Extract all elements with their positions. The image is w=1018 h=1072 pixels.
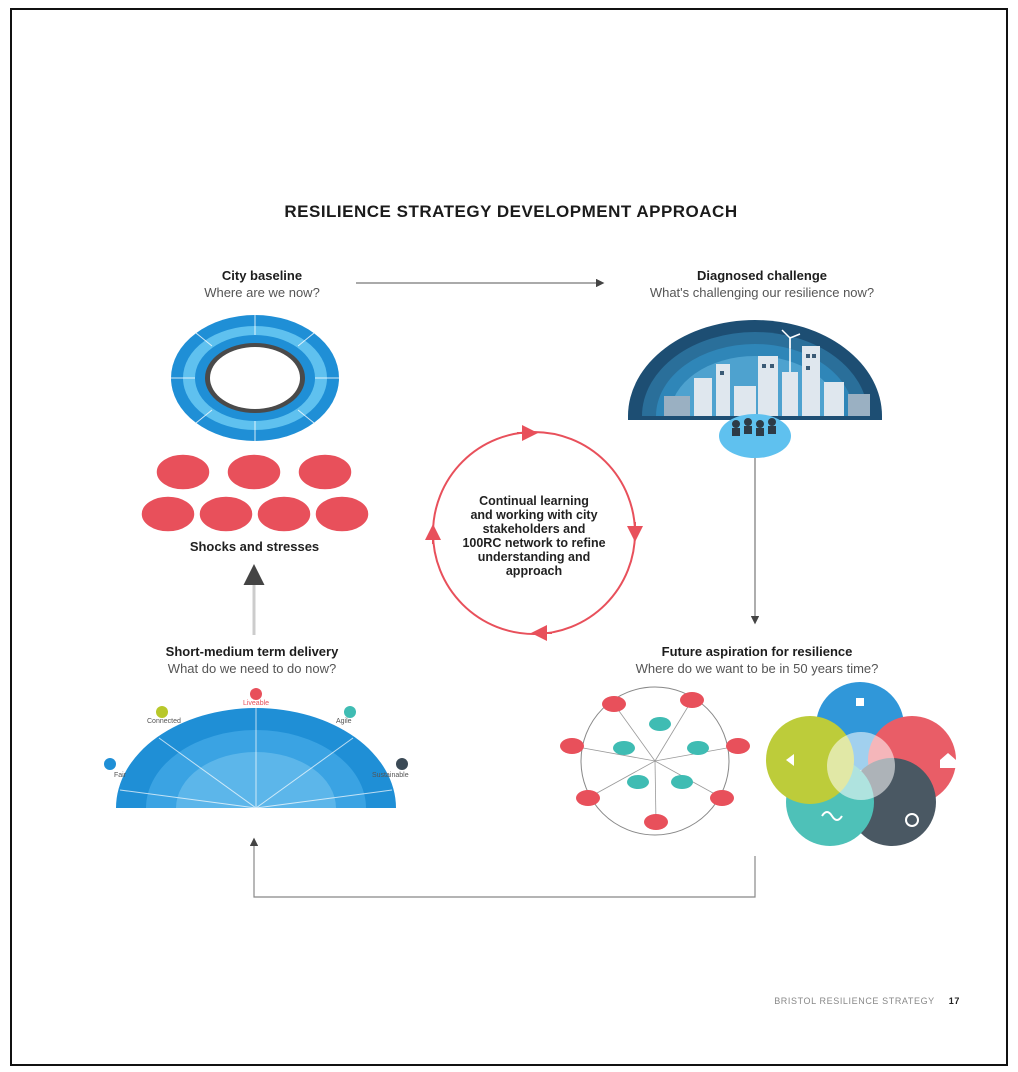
stage-short-medium-delivery: Short-medium term delivery What do we ne… (122, 644, 382, 676)
stage-subheading: Where do we want to be in 50 years time? (635, 661, 879, 676)
flow-arrows (243, 278, 760, 898)
shocks-label: Shocks and stresses (189, 539, 320, 554)
document-page: RESILIENCE STRATEGY DEVELOPMENT APPROACH… (10, 8, 1008, 1066)
network-diagram (560, 686, 750, 836)
page-footer: BRISTOL RESILIENCE STRATEGY 17 (774, 996, 960, 1006)
city-baseline-wheel (171, 315, 339, 441)
shocks-and-stresses-bubbles (140, 453, 370, 533)
cycle-line: approach (505, 564, 563, 578)
page-number: 17 (948, 996, 960, 1006)
semicircle-label-fair: Fair (114, 772, 127, 779)
stage-diagnosed-challenge: Diagnosed challenge What's challenging o… (612, 268, 912, 300)
stage-heading: City baseline (221, 268, 303, 283)
diagram-title: RESILIENCE STRATEGY DEVELOPMENT APPROACH (284, 202, 738, 221)
cycle-line: understanding and (477, 550, 591, 564)
stage-city-baseline: City baseline Where are we now? (162, 268, 362, 300)
semicircle-label-connected: Connected (147, 718, 181, 725)
semicircle-label-liveable: Liveable (242, 700, 270, 707)
resilience-qualities-venn (766, 682, 956, 846)
stage-heading: Future aspiration for resilience (661, 644, 853, 659)
publication-name: BRISTOL RESILIENCE STRATEGY (774, 996, 935, 1006)
semicircle-label-sustainable: Sustainable (372, 772, 409, 779)
diagnosed-challenge-skyline (628, 320, 882, 458)
cycle-line: stakeholders and (482, 522, 586, 536)
stage-future-aspiration: Future aspiration for resilience Where d… (592, 644, 922, 676)
stage-subheading: Where are we now? (204, 285, 320, 300)
arrow-aspiration-to-delivery (249, 837, 756, 898)
cycle-line: Continual learning (479, 494, 589, 508)
stage-heading: Short-medium term delivery (165, 644, 339, 659)
cycle-line: 100RC network to refine (462, 536, 606, 550)
cycle-line: and working with city (470, 508, 598, 522)
delivery-semicircle (104, 688, 408, 809)
semicircle-label-agile: Agile (336, 718, 352, 725)
stage-subheading: What do we need to do now? (167, 661, 337, 676)
stage-heading: Diagnosed challenge (696, 268, 828, 283)
stage-subheading: What's challenging our resilience now? (649, 285, 875, 300)
cycle-description: Continual learning and working with city… (444, 494, 624, 578)
